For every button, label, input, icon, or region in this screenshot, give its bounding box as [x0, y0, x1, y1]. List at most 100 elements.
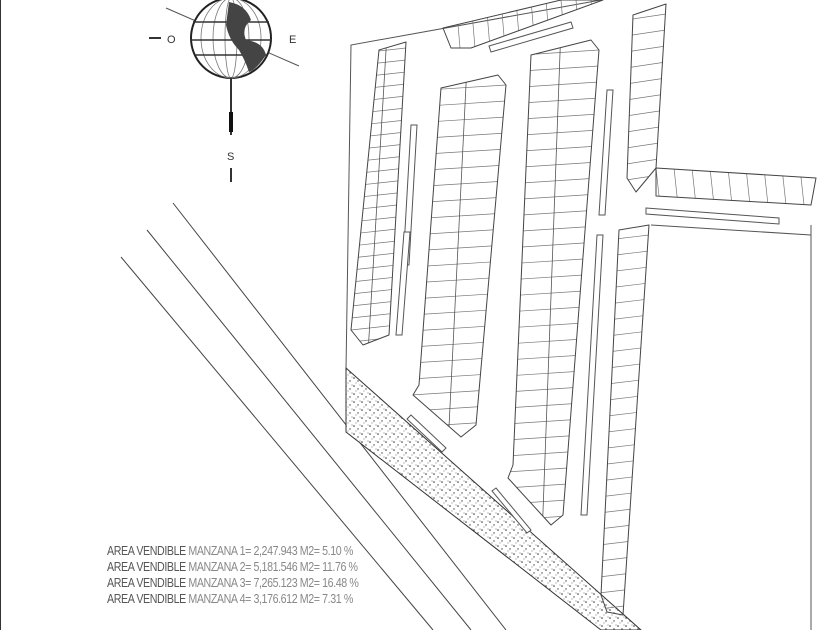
- compass-south-label: S: [227, 151, 234, 163]
- lot-line: [351, 95, 406, 103]
- lot-line: [413, 212, 506, 220]
- lot-line: [500, 0, 506, 48]
- lot-line: [508, 385, 599, 393]
- area-row-1: AREA VENDIBLE MANZANA 1= 2,247.943 M2= 5…: [107, 543, 353, 558]
- lot-line: [601, 458, 649, 466]
- lot-line: [413, 308, 506, 316]
- lot-line: [727, 168, 733, 205]
- lot-line: [508, 49, 599, 57]
- lot-line: [351, 287, 406, 295]
- lot-line: [413, 260, 506, 268]
- block-outline: [626, 3, 667, 193]
- lot-line: [413, 84, 506, 92]
- lot-line: [508, 401, 599, 409]
- lot-line: [601, 410, 649, 418]
- lot-line: [413, 324, 506, 332]
- lot-line: [413, 276, 506, 284]
- lot-line: [601, 442, 649, 450]
- site-boundary: [345, 0, 812, 630]
- lot-line: [627, 45, 666, 53]
- lot-line: [351, 275, 406, 283]
- lot-line: [413, 100, 506, 108]
- lot-line: [508, 209, 599, 217]
- lot-line: [601, 426, 649, 434]
- lot-line: [601, 394, 649, 402]
- compass-east-label: E: [289, 34, 296, 46]
- lot-divider: [448, 75, 467, 437]
- lot-line: [508, 337, 599, 345]
- block-outline: [350, 41, 407, 346]
- lot-line: [508, 417, 599, 425]
- green-area-strip: [345, 366, 642, 630]
- area-row-4: AREA VENDIBLE MANZANA 4= 3,176.612 M2= 7…: [107, 591, 353, 606]
- lot-line: [351, 191, 406, 199]
- lot-line: [508, 289, 599, 297]
- lot-line: [601, 225, 649, 226]
- lot-line: [508, 145, 599, 153]
- lot-line: [799, 168, 805, 205]
- lot-line: [351, 263, 406, 271]
- lot-divider: [368, 42, 387, 345]
- lot-line: [508, 129, 599, 137]
- lot-line: [763, 168, 769, 205]
- lot-line: [508, 369, 599, 377]
- lot-line: [627, 13, 666, 21]
- lot-line: [351, 227, 406, 235]
- lot-line: [351, 119, 406, 127]
- lot-line: [413, 180, 506, 188]
- lot-line: [508, 353, 599, 361]
- lot-line: [601, 522, 649, 530]
- lot-line: [413, 164, 506, 172]
- block-outline: [655, 167, 817, 206]
- north-compass-globe: [149, 0, 300, 182]
- lot-line: [508, 193, 599, 201]
- lot-line: [601, 506, 649, 514]
- lot-line: [601, 570, 649, 578]
- lot-line: [627, 93, 666, 101]
- lot-line: [413, 372, 506, 380]
- lot-line: [627, 4, 666, 5]
- lot-line: [351, 299, 406, 307]
- compass-west-label: O: [167, 34, 176, 46]
- lot-line: [470, 0, 476, 48]
- lot-line: [413, 340, 506, 348]
- lot-line: [508, 177, 599, 185]
- lot-line: [601, 314, 649, 322]
- lot-line: [443, 0, 446, 48]
- lot-line: [413, 196, 506, 204]
- manzana-block-2: [413, 75, 506, 437]
- block-outline: [412, 74, 507, 438]
- lot-line: [691, 168, 697, 205]
- lot-line: [351, 203, 406, 211]
- lot-line: [508, 113, 599, 121]
- lot-line: [351, 215, 406, 223]
- lot-line: [627, 109, 666, 117]
- lot-line: [413, 148, 506, 156]
- lot-line: [351, 71, 406, 79]
- lot-line: [413, 132, 506, 140]
- lot-line: [413, 75, 506, 76]
- lot-line: [601, 586, 649, 594]
- lot-line: [601, 554, 649, 562]
- lot-line: [601, 266, 649, 274]
- lot-line: [351, 251, 406, 259]
- area-summary-table: AREA VENDIBLE MANZANA 1= 2,247.943 M2= 5…: [107, 543, 414, 607]
- lot-line: [601, 250, 649, 258]
- lot-line: [351, 131, 406, 139]
- lot-line: [351, 83, 406, 91]
- lot-line: [627, 141, 666, 149]
- area-row-3: AREA VENDIBLE MANZANA 3= 7,265.123 M2= 1…: [107, 575, 359, 590]
- manzana-block-4: [627, 4, 666, 181]
- lot-line: [601, 298, 649, 306]
- lot-line: [627, 77, 666, 85]
- lot-line: [508, 65, 599, 73]
- lot-line: [545, 0, 551, 48]
- block-outline: [442, 0, 604, 49]
- lot-line: [627, 173, 666, 181]
- lot-line: [508, 273, 599, 281]
- lot-line: [627, 125, 666, 133]
- lot-line: [601, 346, 649, 354]
- lot-divider: [542, 40, 561, 525]
